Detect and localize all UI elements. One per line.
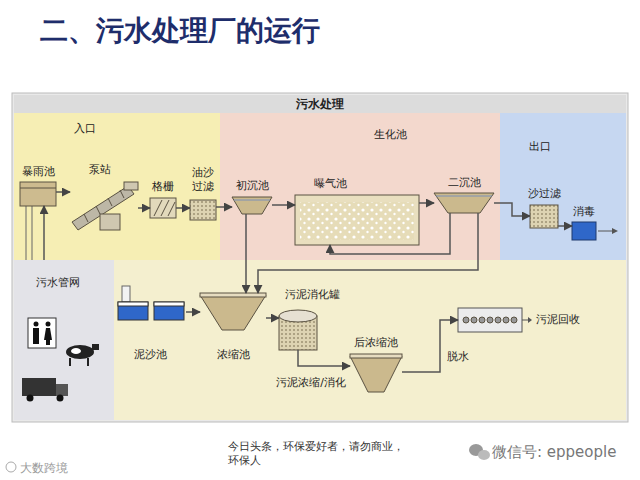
process-unit: 沙过滤: [530, 205, 558, 228]
unit-label: 污泥回收: [536, 313, 580, 327]
process-unit: 后浓缩池污泥浓缩/消化: [350, 354, 402, 392]
unit-label: 沙过滤: [528, 187, 561, 201]
pipe-connector: [272, 204, 295, 206]
icons: [22, 318, 99, 402]
region-band: 污水管网: [14, 260, 114, 420]
process-frame: 污水处理入口暴雨池泵站格栅油沙过滤生化池初沉池曝气池二沉池出口沙过滤消毒污水管网…: [14, 95, 626, 420]
pipe-connector: [56, 191, 70, 193]
region-band: 生化池初沉池曝气池二沉池: [220, 113, 500, 260]
pipe-connector: [138, 207, 150, 209]
process-unit: 泥沙池: [116, 285, 186, 323]
process-unit: 污泥回收: [458, 308, 522, 332]
process-unit: 污泥消化罐: [279, 310, 317, 350]
pipe-connector: [402, 320, 458, 372]
pipe-connector: [186, 311, 200, 313]
process-unit: 初沉池: [232, 197, 272, 214]
frame: [12, 93, 628, 422]
pipe-connector: [43, 206, 45, 260]
pipe-connector: [298, 350, 350, 366]
unit-label: 后浓缩池: [354, 336, 398, 350]
pipe-connector: [494, 203, 530, 216]
unit-label: 泥沙池: [134, 348, 167, 362]
pipe-connector: [330, 213, 450, 254]
process-unit: 浓缩池: [200, 293, 266, 331]
watermark: 大数跨境: [20, 461, 68, 477]
unit-label: 污泥浓缩/消化: [276, 376, 346, 390]
watermark: 微信号: eppeople: [492, 443, 616, 463]
unit-label: 浓缩池: [217, 348, 250, 362]
pipe-label: 脱水: [446, 350, 470, 364]
region-heading: 污水管网: [36, 276, 80, 290]
pipe-connector: [258, 213, 478, 293]
region-band: 出口沙过滤消毒: [500, 113, 626, 260]
unit-label: 二沉池: [448, 176, 481, 190]
unit-label: 格栅: [152, 180, 174, 194]
pipe-connector: [176, 207, 190, 209]
process-unit: 油沙过滤: [190, 200, 216, 220]
pipe-connector: [266, 317, 279, 319]
process-unit: 曝气池: [295, 195, 419, 245]
unit-label: 油沙过滤: [191, 166, 215, 194]
footer-note: 今日头条，环保爱好者，请勿商业，环保人: [228, 440, 408, 469]
region-heading: 入口: [74, 122, 96, 136]
slide-title: 二、污水处理厂的运行: [40, 12, 320, 50]
unit-label: 泵站: [89, 163, 111, 177]
pipe-connector: [558, 225, 572, 227]
unit-label: 曝气池: [314, 177, 347, 191]
unit-label: 初沉池: [236, 179, 269, 193]
pipe-connector: [419, 202, 434, 204]
unit-label: 污泥消化罐: [285, 288, 340, 302]
process-unit: 消毒: [572, 222, 596, 240]
unit-label: 消毒: [573, 205, 595, 219]
process-unit: 暴雨池: [20, 182, 56, 206]
region-heading: 污水处理: [296, 97, 344, 112]
pipe-connector: [245, 214, 247, 293]
process-unit: 格栅: [150, 198, 176, 218]
pipe-connector: [216, 206, 232, 208]
unit-label: 暴雨池: [22, 165, 55, 179]
process-unit: 二沉池: [434, 193, 494, 213]
process-unit: 泵站: [70, 180, 138, 232]
region-heading: 出口: [529, 140, 551, 154]
equipment: [20, 182, 618, 392]
region-band: 入口暴雨池泵站格栅油沙过滤: [14, 113, 220, 260]
region-heading: 生化池: [374, 128, 407, 142]
